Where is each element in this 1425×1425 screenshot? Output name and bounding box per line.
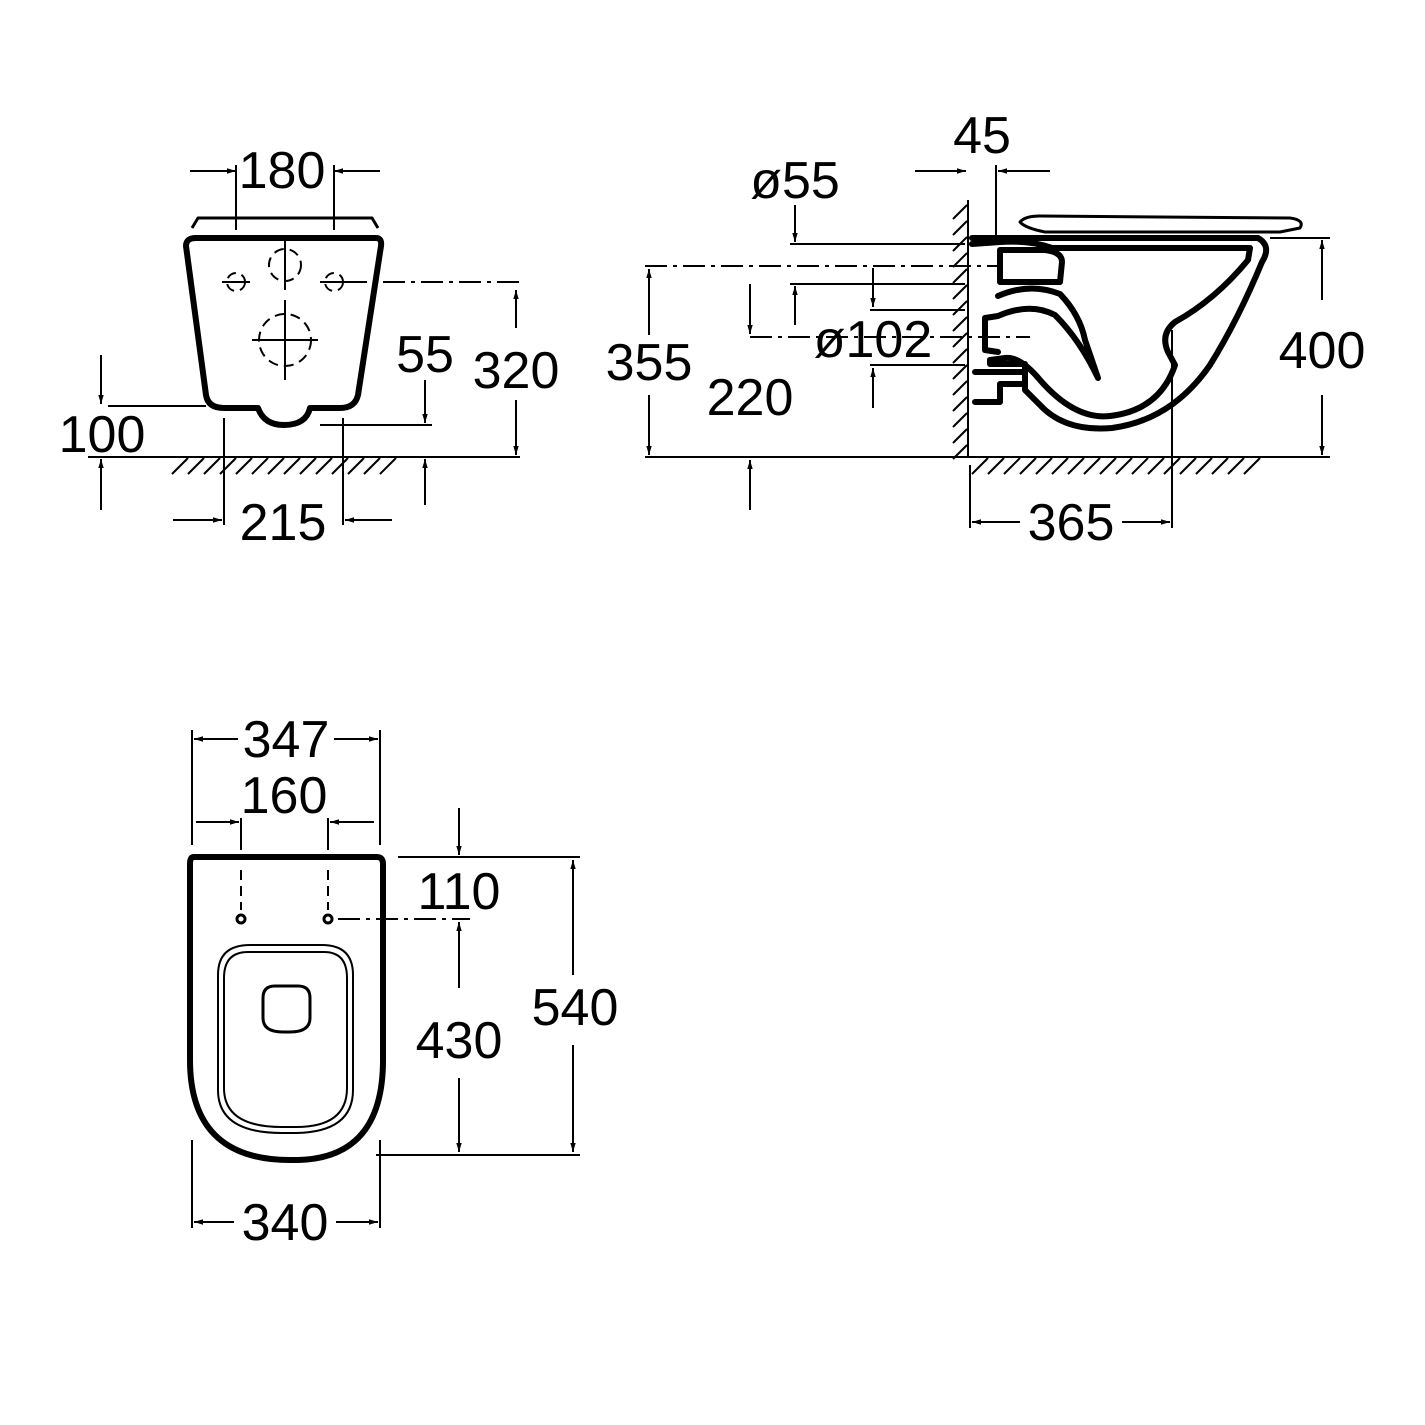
- side-bowl-outline: [969, 235, 1270, 432]
- dim-side-outlet-diameter: ø102: [814, 311, 933, 369]
- top-view: 347 160 110 430 540 340: [187, 711, 619, 1252]
- side-view: 45 ø55 355 ø102 220 400 365: [606, 107, 1366, 552]
- dim-front-320: 320: [473, 342, 560, 400]
- side-floor-hatch: [971, 457, 1261, 475]
- dim-top-110: 110: [418, 863, 501, 921]
- dim-front-180: 180: [239, 142, 326, 200]
- dim-front-100: 100: [59, 406, 146, 464]
- dim-top-340: 340: [242, 1194, 329, 1252]
- dim-top-540: 540: [532, 979, 619, 1037]
- front-seat-outline: [190, 216, 380, 229]
- dim-side-inlet-diameter: ø55: [750, 152, 840, 210]
- front-floor-hatch: [171, 457, 397, 475]
- dim-side-400: 400: [1279, 322, 1366, 380]
- front-body-outline: [183, 235, 385, 428]
- dim-front-55: 55: [396, 326, 454, 384]
- dim-side-220: 220: [707, 369, 794, 427]
- dim-side-365: 365: [1028, 494, 1115, 552]
- front-view: 180 320 55 100 215: [59, 142, 560, 552]
- side-seat-outline: [1018, 214, 1303, 234]
- dim-top-430: 430: [416, 1012, 503, 1070]
- dim-side-355: 355: [606, 334, 693, 392]
- dim-front-215: 215: [240, 494, 327, 552]
- dim-top-347: 347: [243, 711, 330, 769]
- dim-side-45: 45: [953, 107, 1011, 165]
- top-flush-opening: [261, 984, 312, 1034]
- top-bowl-outline: [187, 854, 386, 1163]
- front-fixing-holes: [222, 240, 348, 380]
- top-fixing-holes: [235, 870, 334, 925]
- top-seat-opening: [217, 944, 354, 1134]
- dim-top-160: 160: [241, 767, 328, 825]
